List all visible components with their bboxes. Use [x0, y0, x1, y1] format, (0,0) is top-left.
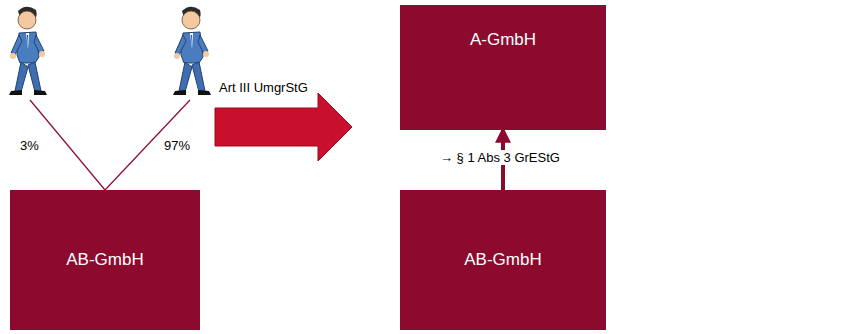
company-box: AB-GmbH [400, 190, 606, 330]
share-label: 3% [20, 138, 39, 153]
ownership-line [30, 100, 105, 190]
edge-label: → § 1 Abs 3 GrEStG [438, 150, 562, 165]
share-label: 97% [164, 138, 190, 153]
company-box: A-GmbH [400, 5, 606, 130]
person-figure [173, 7, 211, 95]
block-arrow [215, 93, 352, 161]
transaction-label: Art III UmgrStG [219, 80, 308, 95]
company-box: AB-GmbH [10, 190, 200, 330]
ownership-line [105, 100, 190, 190]
company-name: AB-GmbH [464, 250, 541, 270]
company-name: A-GmbH [470, 30, 536, 50]
company-name: AB-GmbH [66, 250, 143, 270]
person-figure [9, 7, 47, 95]
